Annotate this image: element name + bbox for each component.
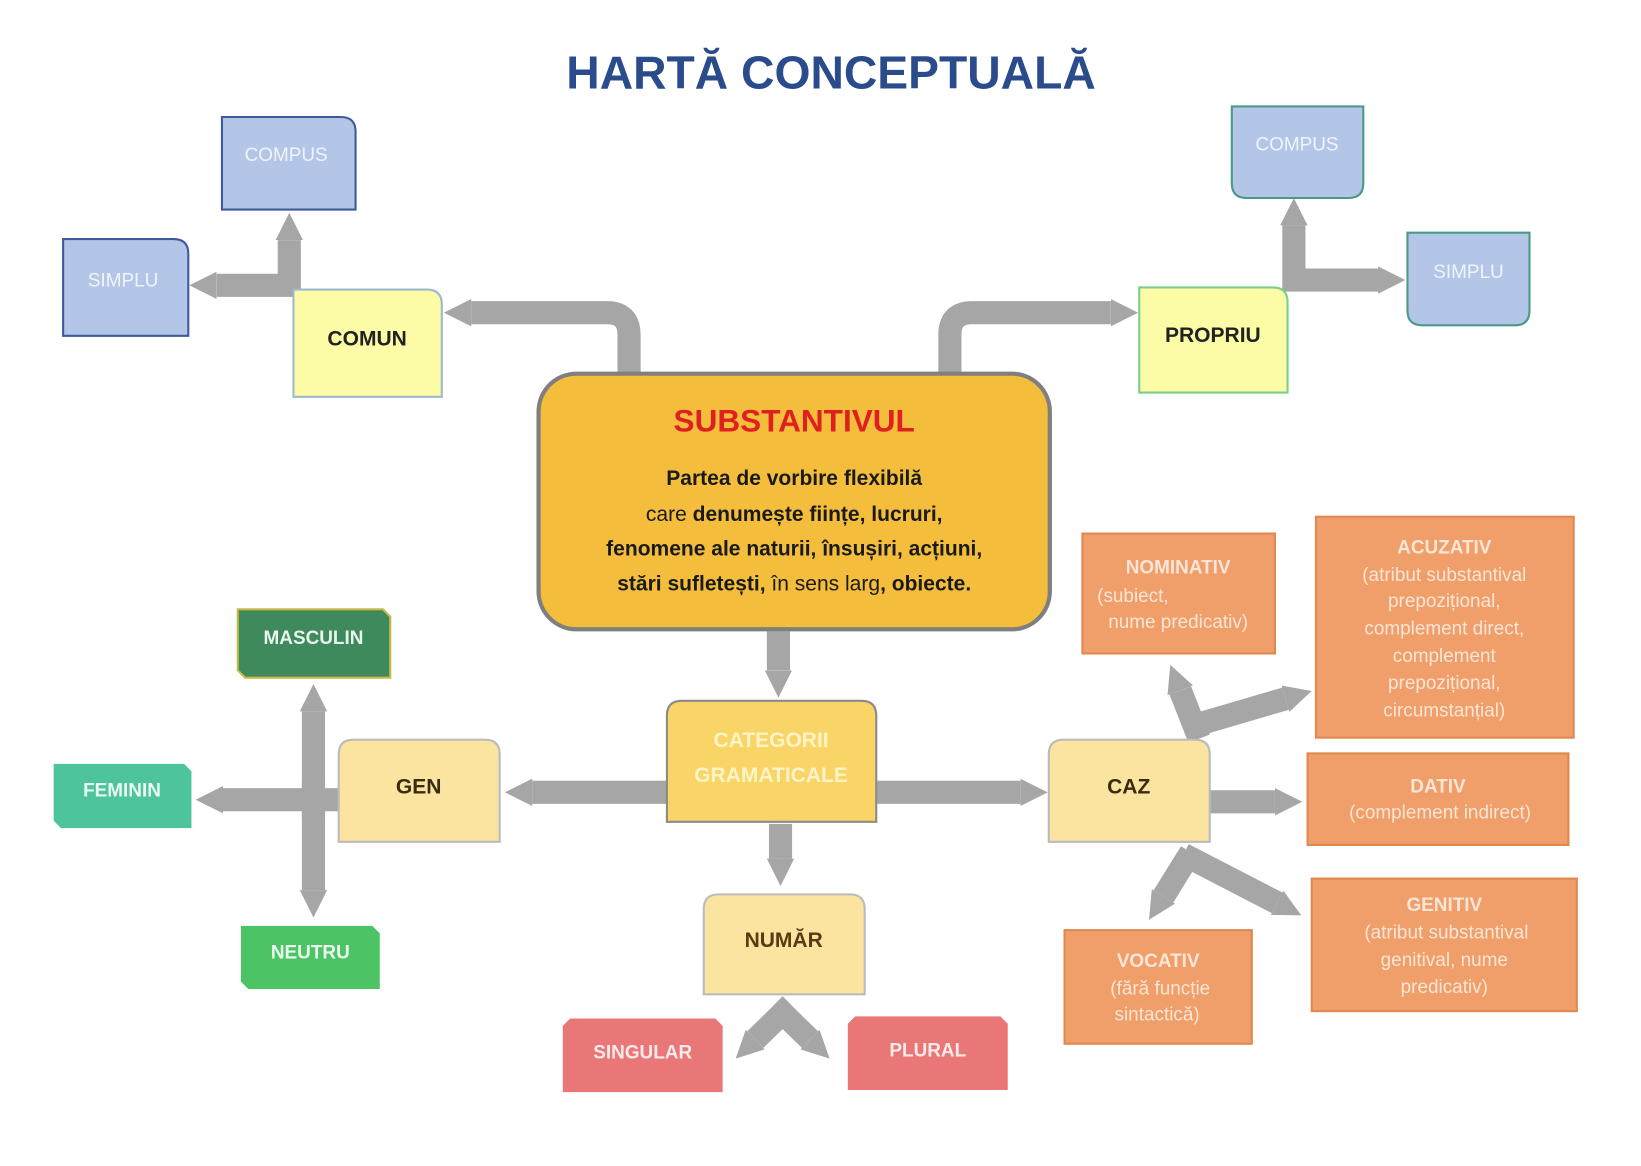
dativ-desc-1: (complement indirect) — [1349, 803, 1531, 824]
box-categorii-gramaticale: CATEGORII GRAMATICALE — [665, 699, 878, 823]
box-masculin: MASCULIN — [236, 608, 392, 679]
neutru-label: NEUTRU — [271, 943, 350, 964]
comun-simplu-label: SIMPLU — [88, 270, 158, 291]
propriu-simplu-label: SIMPLU — [1433, 262, 1503, 283]
box-propriu: PROPRIU — [1138, 286, 1289, 394]
box-numar: NUMĂR — [702, 893, 866, 996]
genitiv-desc-3: predicativ) — [1401, 977, 1488, 998]
masculin-label: MASCULIN — [264, 628, 364, 649]
box-vocativ: VOCATIV (fără funcție sintactică) — [1063, 929, 1253, 1045]
caz-label: CAZ — [1107, 775, 1150, 798]
arrow-to-propriu — [938, 298, 1139, 377]
nominativ-desc-2: nume predicativ) — [1108, 612, 1248, 633]
acuzativ-desc-3: complement direct, — [1364, 619, 1524, 640]
nominativ-desc-1: (subiect, — [1097, 586, 1169, 607]
box-gen: GEN — [337, 738, 501, 843]
genitiv-name: GENITIV — [1406, 895, 1482, 916]
comun-compus-label: COMPUS — [245, 145, 328, 166]
acuzativ-desc-4: complement — [1393, 646, 1497, 667]
feminin-label: FEMININ — [83, 781, 161, 802]
numar-label: NUMĂR — [745, 929, 823, 952]
definition-line-3: fenomene ale naturii, însușiri, acțiuni, — [606, 538, 982, 561]
box-neutru: NEUTRU — [240, 925, 380, 990]
center-box: SUBSTANTIVUL Partea de vorbire flexibilă… — [536, 371, 1052, 632]
box-comun: COMUN — [292, 288, 443, 398]
page-title: HARTĂ CONCEPTUALĂ — [566, 47, 1095, 99]
acuzativ-name: ACUZATIV — [1397, 538, 1492, 559]
genitiv-desc-2: genitival, nume — [1381, 950, 1508, 971]
box-comun-compus: COMPUS — [220, 115, 357, 211]
gen-label: GEN — [396, 775, 442, 798]
propriu-compus-label: COMPUS — [1255, 135, 1338, 156]
arrow-to-acuzativ — [1195, 685, 1312, 736]
comun-label: COMUN — [327, 327, 406, 350]
acuzativ-desc-2: prepozițional, — [1388, 591, 1501, 612]
center-heading: SUBSTANTIVUL — [674, 403, 915, 439]
arrow-to-plural — [766, 996, 830, 1059]
acuzativ-desc-5: prepozițional, — [1388, 673, 1501, 694]
box-comun-simplu: SIMPLU — [62, 237, 190, 337]
box-acuzativ: ACUZATIV (atribut substantival prepoziți… — [1314, 515, 1575, 739]
box-plural: PLURAL — [847, 1016, 1008, 1091]
dativ-name: DATIV — [1410, 776, 1466, 797]
vocativ-name: VOCATIV — [1117, 951, 1200, 972]
box-genitiv: GENITIV (atribut substantival genitival,… — [1310, 877, 1578, 1013]
singular-label: SINGULAR — [593, 1042, 692, 1063]
arrows — [189, 197, 1406, 1059]
nominativ-name: NOMINATIV — [1126, 558, 1231, 579]
genitiv-desc-1: (atribut substantival — [1364, 923, 1528, 944]
definition-line-4: stări sufletești, în sens larg, obiecte. — [617, 572, 971, 595]
box-dativ: DATIV (complement indirect) — [1306, 752, 1570, 846]
acuzativ-desc-6: circumstanțial) — [1383, 701, 1505, 722]
box-feminin: FEMININ — [53, 763, 192, 829]
arrow-to-nominativ — [1167, 664, 1210, 743]
vocativ-desc-1: (fără funcție — [1110, 978, 1210, 999]
categorii-line-1: CATEGORII — [713, 729, 828, 752]
vocativ-desc-2: sintactică) — [1115, 1005, 1200, 1026]
plural-label: PLURAL — [889, 1040, 966, 1061]
box-caz: CAZ — [1047, 738, 1211, 843]
propriu-label: PROPRIU — [1165, 324, 1261, 347]
box-nominativ: NOMINATIV (subiect, nume predicativ) — [1081, 532, 1276, 655]
definition-line-1: Partea de vorbire flexibilă — [666, 467, 922, 490]
box-propriu-simplu: SIMPLU — [1406, 231, 1531, 327]
acuzativ-desc-1: (atribut substantival — [1362, 565, 1526, 586]
arrow-to-comun — [443, 298, 641, 377]
arrow-to-genitiv — [1178, 844, 1302, 916]
box-propriu-compus: COMPUS — [1230, 105, 1365, 200]
categorii-line-2: GRAMATICALE — [694, 764, 848, 787]
box-singular: SINGULAR — [562, 1018, 723, 1093]
definition-line-2: care denumește ființe, lucruri, — [646, 503, 943, 526]
